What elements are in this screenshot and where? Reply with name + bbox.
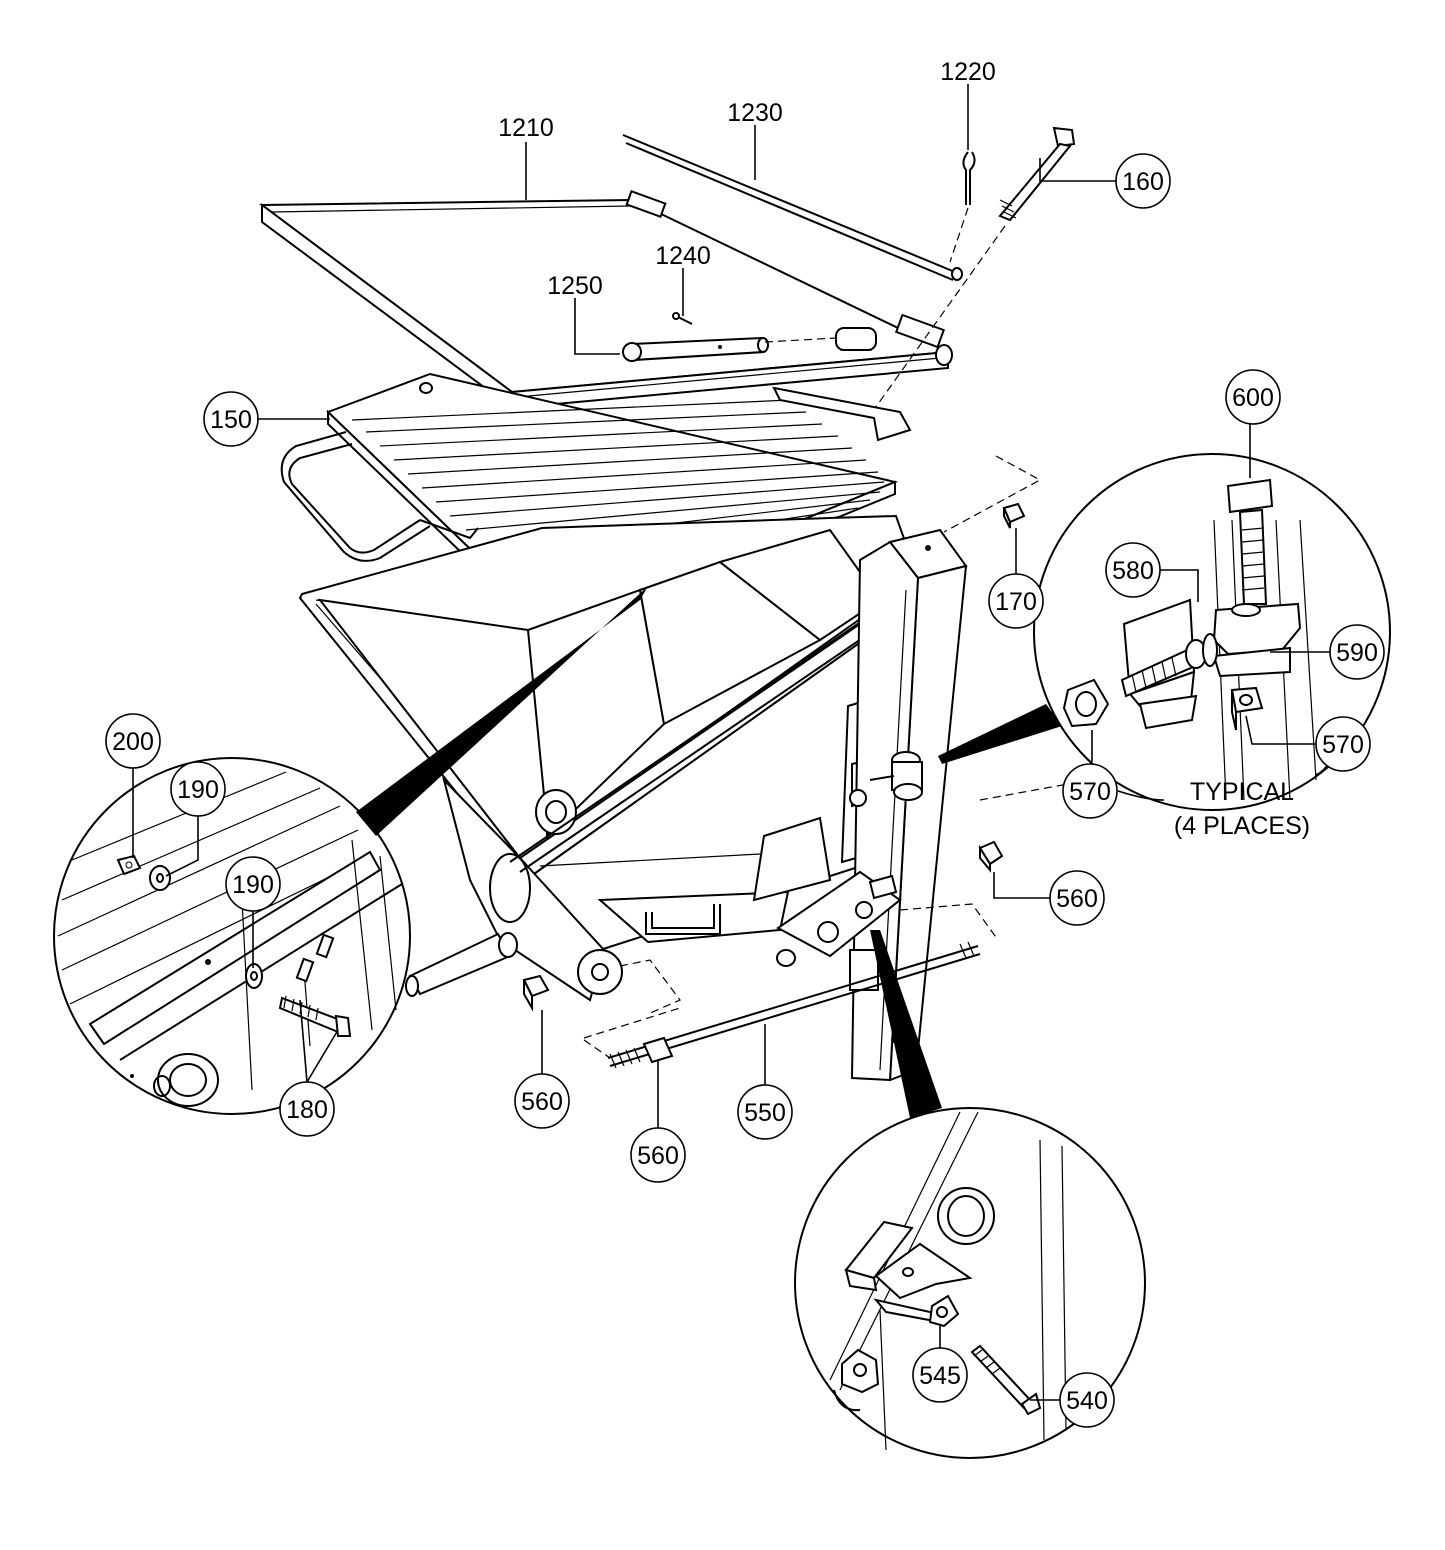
label-170: 170 bbox=[995, 588, 1037, 616]
balloon-540: 540 bbox=[1059, 1372, 1115, 1428]
label-200: 200 bbox=[112, 728, 154, 756]
balloon-560-left: 560 bbox=[514, 1073, 570, 1129]
vertical-post bbox=[849, 528, 968, 1082]
label-570-right: 570 bbox=[1322, 731, 1364, 759]
label-590: 590 bbox=[1336, 639, 1378, 667]
label-1210: 1210 bbox=[498, 114, 554, 142]
balloon-560-right: 560 bbox=[1049, 870, 1105, 926]
post-clamp bbox=[849, 751, 923, 807]
note-places: (4 PLACES) bbox=[1174, 812, 1310, 840]
leader-lines bbox=[132, 84, 1331, 1401]
label-545: 545 bbox=[919, 1362, 961, 1390]
callout-wedge-bottom bbox=[870, 930, 942, 1118]
label-190-lower: 190 bbox=[232, 871, 274, 899]
small-pin bbox=[672, 312, 693, 325]
balloon-160: 160 bbox=[1115, 153, 1171, 209]
detail-circle-left bbox=[53, 757, 411, 1115]
label-180: 180 bbox=[286, 1096, 328, 1124]
detail-circle-bottom bbox=[794, 1107, 1146, 1459]
label-550: 550 bbox=[744, 1099, 786, 1127]
label-190-upper: 190 bbox=[177, 776, 219, 804]
balloon-170: 170 bbox=[988, 573, 1044, 629]
label-1230: 1230 bbox=[727, 99, 783, 127]
label-150: 150 bbox=[210, 406, 252, 434]
threaded-rod bbox=[607, 941, 981, 1069]
balloon-600: 600 bbox=[1225, 369, 1281, 425]
lower-bracket bbox=[776, 870, 902, 967]
balloon-190-upper: 190 bbox=[170, 761, 226, 817]
balloon-545: 545 bbox=[912, 1347, 968, 1403]
label-560-right: 560 bbox=[1056, 885, 1098, 913]
label-600: 600 bbox=[1232, 384, 1274, 412]
cotter-pin bbox=[962, 151, 976, 205]
handle-bar bbox=[622, 327, 877, 362]
label-560-left: 560 bbox=[521, 1088, 563, 1116]
balloon-150: 150 bbox=[203, 391, 259, 447]
balloon-570-left: 570 bbox=[1062, 763, 1118, 819]
label-580: 580 bbox=[1112, 557, 1154, 585]
lid-panel bbox=[259, 189, 953, 410]
balloon-590: 590 bbox=[1329, 624, 1385, 680]
balloon-550: 550 bbox=[737, 1084, 793, 1140]
balloon-180: 180 bbox=[279, 1081, 335, 1137]
label-1220: 1220 bbox=[940, 58, 996, 86]
nut-560-left bbox=[522, 974, 550, 1012]
label-570-left: 570 bbox=[1069, 778, 1111, 806]
balloon-190-lower: 190 bbox=[225, 856, 281, 912]
balloon-580: 580 bbox=[1105, 542, 1161, 598]
nut-170 bbox=[1002, 502, 1026, 529]
callout-wedge-right bbox=[938, 704, 1062, 764]
label-560-bottom: 560 bbox=[637, 1142, 679, 1170]
nut-560-right bbox=[978, 840, 1004, 873]
hinge-rod bbox=[622, 134, 963, 281]
label-540: 540 bbox=[1066, 1387, 1108, 1415]
long-bolt bbox=[998, 126, 1076, 222]
balloon-560-bottom: 560 bbox=[630, 1127, 686, 1183]
balloon-570-right: 570 bbox=[1315, 716, 1371, 772]
callout-wedge-left bbox=[356, 586, 648, 836]
label-160: 160 bbox=[1122, 168, 1164, 196]
detail-circle-right bbox=[1033, 453, 1391, 811]
label-1250: 1250 bbox=[547, 272, 603, 300]
note-typical: TYPICAL bbox=[1190, 778, 1294, 806]
label-1240: 1240 bbox=[655, 242, 711, 270]
balloon-200: 200 bbox=[105, 713, 161, 769]
